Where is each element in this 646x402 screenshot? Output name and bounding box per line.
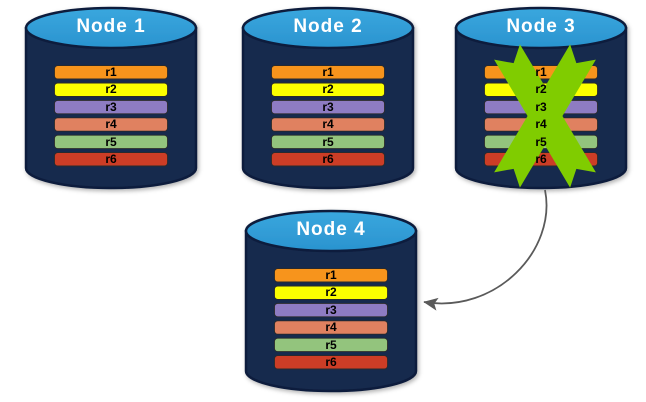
record-bar-r2[interactable]: [274, 285, 388, 300]
record-bar-r3[interactable]: [54, 99, 168, 115]
record-bar-r5[interactable]: [54, 134, 168, 150]
replication-arrow: [423, 189, 548, 311]
node-cylinder-2[interactable]: [241, 6, 415, 190]
record-bar-r1[interactable]: [274, 268, 388, 283]
record-bar-r4[interactable]: [54, 117, 168, 132]
record-bar-r5[interactable]: [274, 337, 388, 353]
record-bar-r1[interactable]: [271, 65, 385, 80]
record-bar-r6[interactable]: [271, 152, 385, 167]
cross-stroke-b: [494, 44, 596, 188]
record-bar-r4[interactable]: [274, 320, 388, 335]
arrow-path: [423, 189, 548, 311]
nodes-layer: [24, 6, 628, 393]
node-cylinder-4[interactable]: [244, 209, 418, 393]
record-bar-r3[interactable]: [271, 99, 385, 115]
replication-arrow-layer: [423, 189, 548, 311]
cylinder-top: [24, 6, 198, 50]
record-bar-r2[interactable]: [271, 82, 385, 97]
record-bar-r6[interactable]: [274, 355, 388, 370]
record-bar-r3[interactable]: [274, 302, 388, 318]
cylinder-top: [241, 6, 415, 50]
failure-cross: [494, 44, 596, 188]
record-bar-r4[interactable]: [271, 117, 385, 132]
record-bar-r2[interactable]: [54, 82, 168, 97]
cylinder-top: [454, 6, 628, 50]
failure-cross-layer: [494, 44, 596, 188]
record-bar-r6[interactable]: [54, 152, 168, 167]
cylinder-top: [244, 209, 418, 253]
node-cylinder-1[interactable]: [24, 6, 198, 190]
record-bar-r1[interactable]: [54, 65, 168, 80]
record-bar-r5[interactable]: [271, 134, 385, 150]
